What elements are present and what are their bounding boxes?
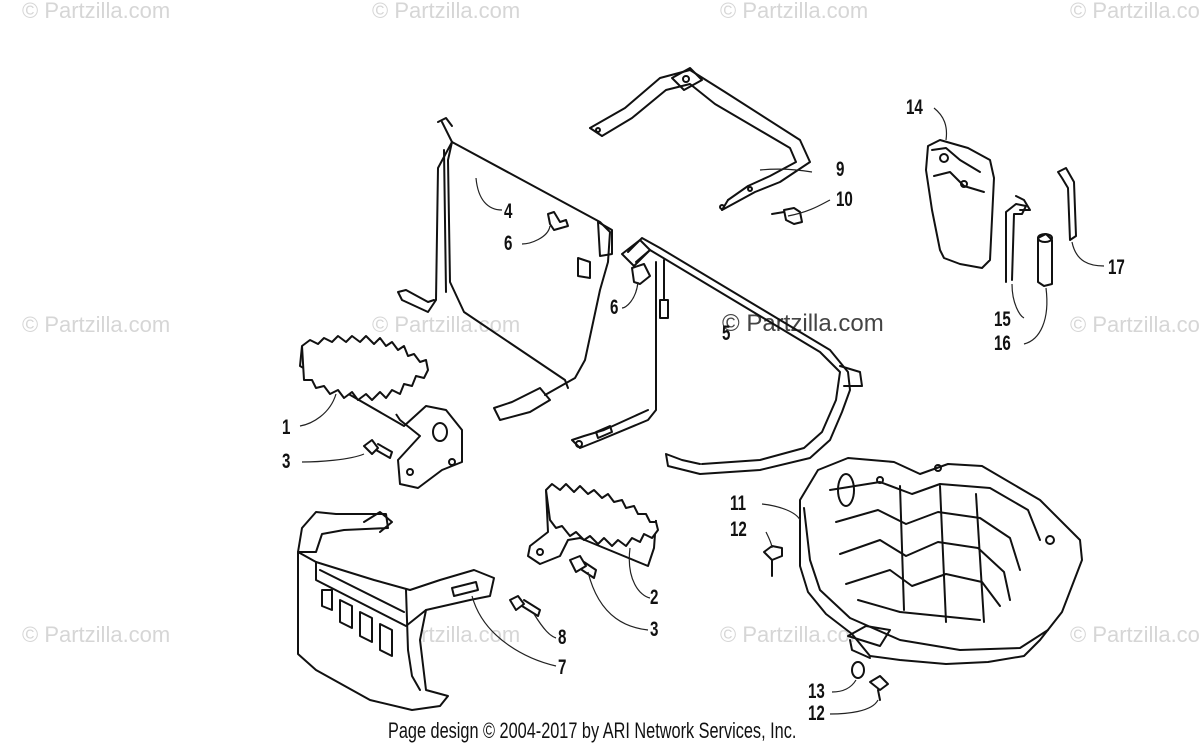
- callout-16: 16: [994, 332, 1011, 355]
- callout-6: 6: [504, 232, 513, 255]
- part-1-left-footrest: [299, 335, 463, 489]
- callout-11: 11: [730, 492, 746, 515]
- part-2-right-footrest: [527, 483, 659, 567]
- washer-13: [851, 661, 865, 679]
- callout-6: 6: [610, 296, 619, 319]
- leader-lines: [299, 107, 1105, 715]
- footer-copyright: Page design © 2004-2017 by ARI Network S…: [388, 718, 797, 743]
- center-watermark: © Partzilla.com: [722, 310, 884, 337]
- callout-17: 17: [1108, 256, 1125, 279]
- watermark: © Partzilla.com: [720, 0, 869, 23]
- fastener-8: [509, 595, 541, 617]
- part-5-right-frame: [571, 237, 863, 475]
- callout-14: 14: [906, 96, 923, 119]
- fastener-3a: [363, 439, 393, 459]
- fastener-12a: [763, 545, 783, 577]
- callout-3: 3: [650, 618, 659, 641]
- fastener-6b: [631, 263, 651, 285]
- watermark: © Partzilla.com: [372, 0, 521, 23]
- callout-13: 13: [808, 680, 825, 703]
- fastener-10: [771, 207, 803, 225]
- callout-10: 10: [836, 188, 853, 211]
- part-7-front-guard: [297, 511, 495, 711]
- callout-5: 5: [722, 322, 731, 345]
- watermark: © Partzilla.com: [1070, 0, 1200, 23]
- part-16-grommet: [1037, 233, 1053, 287]
- callout-2: 2: [650, 586, 659, 609]
- watermark: © Partzilla.com: [22, 312, 171, 337]
- fastener-6a: [547, 211, 569, 231]
- part-4-left-frame: [397, 117, 613, 421]
- callout-12: 12: [808, 702, 825, 725]
- part-15-clip: [1005, 195, 1031, 283]
- callout-8: 8: [558, 626, 567, 649]
- watermark: © Partzilla.com: [1070, 622, 1200, 647]
- callout-4: 4: [504, 200, 513, 223]
- callout-3: 3: [282, 450, 291, 473]
- callout-9: 9: [836, 158, 845, 181]
- callout-1: 1: [282, 416, 291, 439]
- fastener-3b: [569, 555, 597, 579]
- watermark: © Partzilla.com: [22, 0, 171, 23]
- part-11-skid-plate: [799, 457, 1083, 665]
- part-14-heat-shield: [925, 139, 995, 269]
- callout-12: 12: [730, 518, 747, 541]
- callout-15: 15: [994, 308, 1011, 331]
- part-17-hex-key: [1057, 167, 1077, 241]
- watermark: © Partzilla.com: [1070, 312, 1200, 337]
- fastener-12b: [869, 675, 889, 701]
- watermark: © Partzilla.com: [22, 622, 171, 647]
- callout-7: 7: [558, 656, 567, 679]
- part-9-grab-bar: [589, 67, 811, 211]
